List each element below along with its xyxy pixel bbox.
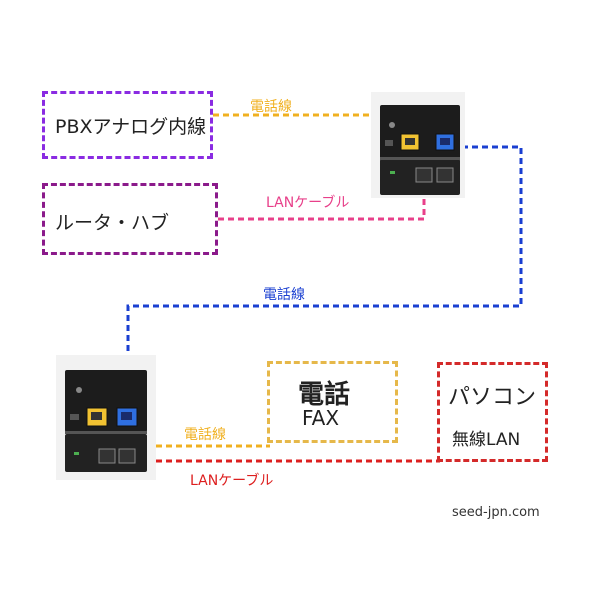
site-credit: seed-jpn.com xyxy=(452,505,540,520)
bottom-device xyxy=(56,355,156,480)
pc-label: パソコン xyxy=(448,385,537,410)
lan-line-top-label: LANケーブル xyxy=(266,195,350,211)
router-box: ルータ・ハブ xyxy=(42,183,218,255)
pc-wifi-box: パソコン 無線LAN xyxy=(437,362,548,462)
phone-line-top-label: 電話線 xyxy=(250,99,292,115)
wifi-label: 無線LAN xyxy=(452,430,521,450)
fax-label: FAX xyxy=(302,406,340,430)
router-label: ルータ・ハブ xyxy=(55,212,170,234)
phone-line-bottom-label: 電話線 xyxy=(184,427,226,443)
phone-fax-box: 電話 FAX xyxy=(267,361,398,443)
top-device xyxy=(371,92,465,198)
pbx-label: PBXアナログ内線 xyxy=(55,116,207,138)
lan-line-bottom-label: LANケーブル xyxy=(190,473,274,489)
phone-label: 電話 xyxy=(298,380,351,410)
pbx-box: PBXアナログ内線 xyxy=(42,91,213,159)
trunk-line-label: 電話線 xyxy=(263,287,305,303)
